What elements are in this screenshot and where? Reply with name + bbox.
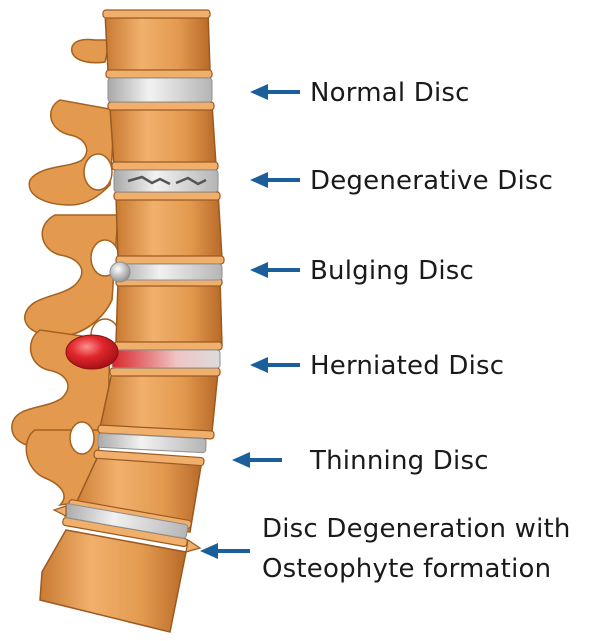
discs: [63, 77, 223, 539]
arrow-icon: [250, 357, 300, 373]
label-thinning-disc: Thinning Disc: [310, 446, 489, 476]
normal-disc: [107, 77, 213, 103]
arrow-icon: [232, 452, 282, 468]
thinning-disc: [97, 432, 207, 454]
bulging-disc: [117, 263, 223, 281]
herniated-disc: [111, 349, 221, 369]
arrow-icon: [200, 543, 250, 559]
label-degenerative-disc: Degenerative Disc: [310, 166, 554, 196]
bulge: [109, 261, 131, 283]
label-normal-disc: Normal Disc: [310, 78, 470, 108]
arrow-icon: [250, 262, 300, 278]
label-herniated-disc: Herniated Disc: [310, 351, 505, 381]
foramina: [69, 153, 120, 455]
arrow-icon: [250, 84, 300, 100]
label-osteophyte-line2: Osteophyte formation: [262, 554, 552, 584]
label-bulging-disc: Bulging Disc: [310, 256, 474, 286]
arrow-icon: [250, 172, 300, 188]
herniation: [65, 334, 119, 370]
label-osteophyte-line1: Disc Degeneration with: [262, 514, 571, 544]
osteophytes: [52, 505, 202, 553]
